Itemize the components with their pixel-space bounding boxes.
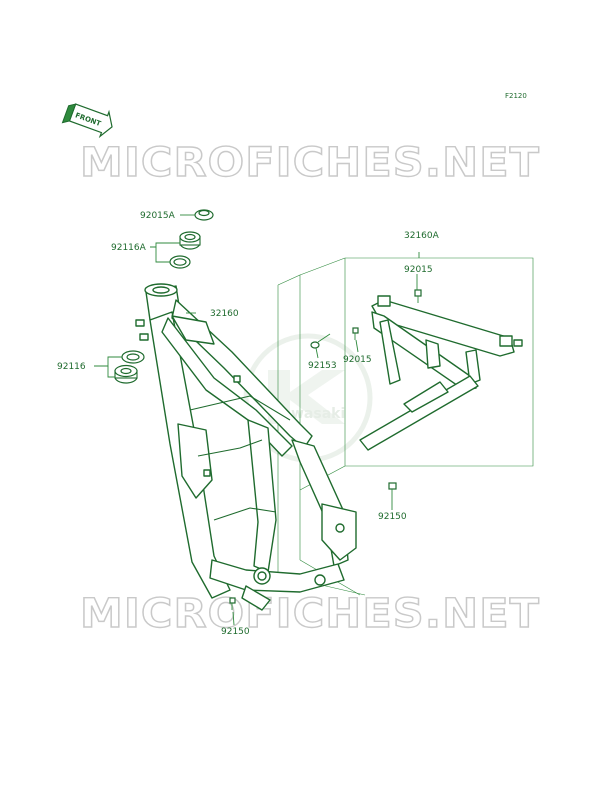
rear-subframe-32160a: [359, 295, 523, 451]
part-label: 92150: [221, 627, 250, 637]
part-label: 92015: [404, 265, 433, 275]
bolt-92015-lower: [352, 327, 359, 340]
front-arrow-icon: FRONT: [61, 103, 113, 139]
bolt-92153: [310, 333, 331, 349]
diagram-ref-code: F2120: [505, 92, 527, 100]
bolt-92150-left: [229, 597, 236, 610]
part-92015a-seal: [194, 209, 214, 221]
bolt-92150-right: [388, 482, 397, 498]
watermark-bottom: MICROFICHES.NET: [80, 591, 540, 637]
part-92116-bearing-lower: [114, 350, 145, 384]
bolt-92015-upper: [414, 289, 422, 303]
main-frame-32160: [135, 283, 357, 611]
part-label: 92015A: [140, 211, 176, 221]
part-labels: 92015A 92116A 32160 92116 32160A 92015 9…: [57, 211, 440, 637]
part-label: 92116: [57, 362, 86, 372]
part-label: 92150: [378, 512, 407, 522]
leader-lines: [94, 214, 420, 626]
watermark-top: MICROFICHES.NET: [80, 140, 540, 186]
part-label: 32160: [210, 309, 239, 319]
part-92116a-bearing: [179, 231, 201, 250]
part-label: 92116A: [111, 243, 147, 253]
part-label: 32160A: [404, 231, 440, 241]
part-label: 92153: [308, 361, 337, 371]
part-label: 92015: [343, 355, 372, 365]
part-race-upper: [169, 255, 191, 269]
